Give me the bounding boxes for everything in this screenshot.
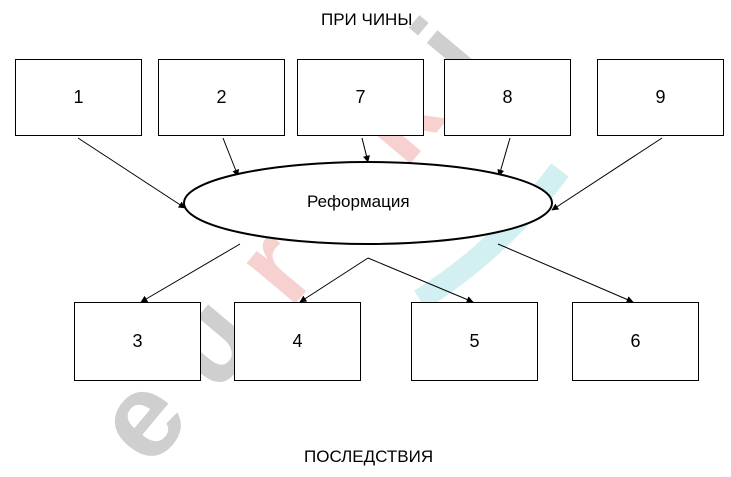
- cause-box-label: 9: [655, 87, 666, 107]
- consequence-box-label: 5: [469, 331, 480, 351]
- cause-box-label: 1: [73, 87, 84, 107]
- consequences-heading: ПОСЛЕДСТВИЯ: [304, 447, 434, 466]
- cause-box-9: 9: [597, 59, 724, 136]
- consequence-box-label: 6: [630, 331, 641, 351]
- cause-box-8: 8: [444, 59, 571, 136]
- causes-heading: ПРИ ЧИНЫ: [321, 10, 413, 29]
- arrow-cause-2: [222, 137, 239, 177]
- consequence-box-label: 3: [132, 331, 143, 351]
- consequence-box-label: 4: [292, 331, 303, 351]
- arrow-consequence-3: [140, 243, 241, 303]
- arrow-consequence-5: [367, 257, 474, 303]
- center-label: Реформация: [307, 192, 410, 211]
- consequence-box-5: 5: [411, 302, 538, 381]
- consequence-box-4: 4: [234, 302, 361, 381]
- arrow-cause-9: [551, 137, 663, 211]
- cause-box-label: 2: [216, 87, 227, 107]
- arrow-cause-1: [77, 137, 186, 209]
- cause-box-7: 7: [297, 59, 424, 136]
- cause-box-1: 1: [15, 59, 142, 136]
- arrow-consequence-4: [299, 257, 369, 303]
- cause-box-2: 2: [158, 59, 285, 136]
- cause-box-label: 8: [502, 87, 513, 107]
- arrow-cause-8: [497, 137, 511, 177]
- cause-box-label: 7: [355, 87, 366, 107]
- reformation-ellipse: [183, 161, 553, 245]
- arrow-consequence-6: [497, 243, 634, 303]
- consequence-box-6: 6: [572, 302, 699, 381]
- consequence-box-3: 3: [74, 302, 201, 381]
- arrow-cause-7: [361, 137, 370, 163]
